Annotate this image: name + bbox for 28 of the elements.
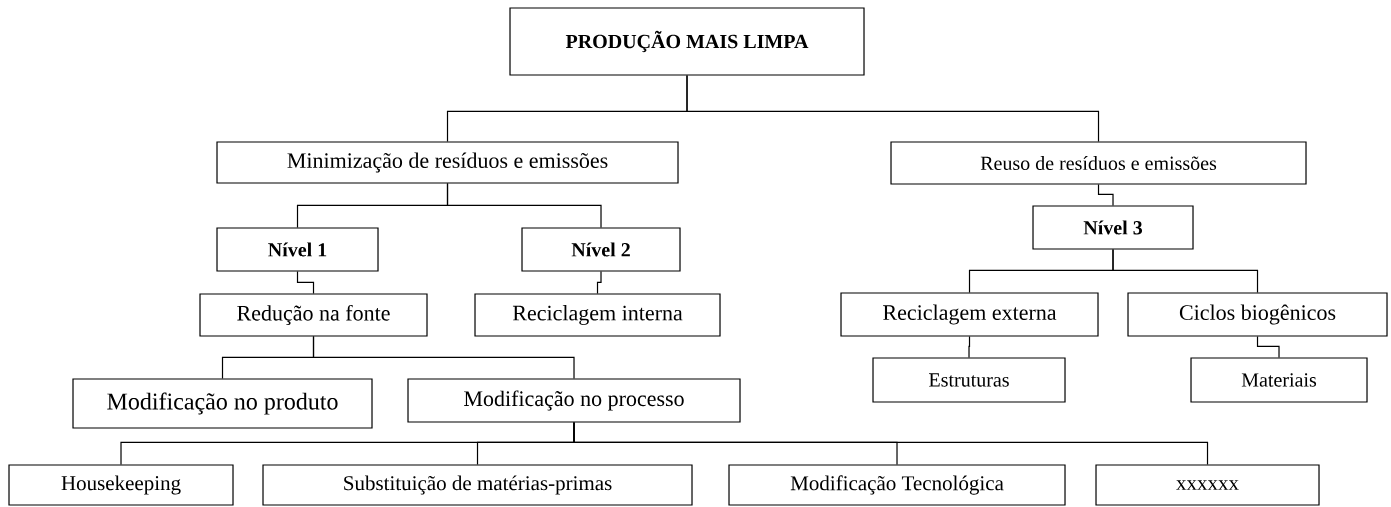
connector-line: [1256, 336, 1280, 358]
connector-line: [1097, 184, 1114, 206]
category-box: Ciclos biogênicos: [1127, 292, 1388, 337]
title-box: PRODUÇÃO MAIS LIMPA: [509, 7, 865, 76]
category-box: xxxxxx: [1095, 464, 1320, 506]
category-box: Modificação Tecnológica: [728, 464, 1066, 506]
level-box: Nível 2: [521, 227, 681, 272]
category-box: Reciclagem externa: [840, 292, 1099, 337]
level-box: Nível 3: [1032, 205, 1194, 250]
category-box: Reciclagem interna: [474, 293, 721, 337]
category-box: Housekeeping: [8, 464, 234, 506]
connector-line: [1112, 249, 1259, 293]
level-box: Nível 1: [216, 227, 379, 272]
category-box: Estruturas: [872, 357, 1066, 403]
category-box: Reuso de resíduos e emissões: [890, 141, 1307, 185]
connector-line: [312, 336, 575, 379]
category-box: Redução na fonte: [199, 293, 428, 337]
category-box: Minimização de resíduos e emissões: [216, 141, 679, 184]
connector-line: [573, 422, 1209, 465]
connector-line: [596, 271, 602, 294]
connector-line: [446, 183, 602, 228]
category-box: Modificação no processo: [407, 378, 741, 423]
connector-line: [686, 75, 1100, 142]
connector-line: [968, 336, 971, 358]
category-box: Materiais: [1190, 357, 1368, 403]
category-box: Substituição de matérias-primas: [262, 464, 693, 506]
connector-line: [296, 271, 315, 294]
category-box: Modificação no produto: [72, 378, 373, 429]
